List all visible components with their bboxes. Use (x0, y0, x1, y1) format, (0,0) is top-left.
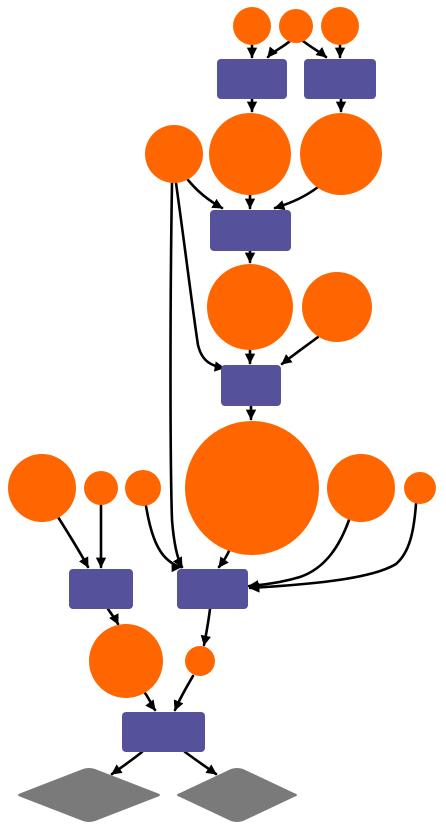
circle-node-c8[interactable] (302, 272, 372, 342)
circle-node-c5[interactable] (209, 113, 291, 195)
circle-node-c11[interactable] (125, 470, 161, 506)
process-node-p7[interactable] (122, 712, 205, 752)
edge-p5-c15 (106, 607, 120, 626)
circle-node-c2[interactable] (279, 9, 313, 43)
circle-node-c13[interactable] (327, 454, 395, 522)
circle-node-c9[interactable] (8, 454, 76, 522)
circle-node-c15[interactable] (89, 624, 163, 698)
edges-layer (56, 39, 418, 776)
edge-c4-p4 (174, 181, 226, 372)
circle-node-c14[interactable] (404, 472, 436, 504)
circle-node-c6[interactable] (300, 113, 382, 195)
edge-c16-p7 (173, 674, 195, 712)
edge-c2-p2 (301, 39, 328, 59)
edge-c11-p6 (144, 504, 183, 573)
circle-node-c4[interactable] (145, 125, 203, 183)
edge-c4-p6 (169, 181, 184, 569)
process-node-p3[interactable] (210, 210, 291, 251)
nodes-layer (8, 7, 436, 822)
edge-c14-p6 (248, 502, 418, 593)
process-node-p5[interactable] (69, 569, 133, 609)
edge-c4-p3 (186, 178, 224, 210)
edge-c9-p5 (56, 515, 90, 569)
edge-c13-p6 (247, 518, 351, 591)
edge-c12-p6 (217, 549, 231, 569)
edge-p6-c16 (200, 607, 212, 647)
edge-c6-p3 (273, 185, 320, 211)
output-node-d2[interactable] (177, 768, 297, 822)
edge-p7-d1 (110, 750, 144, 776)
circle-node-c16[interactable] (185, 646, 215, 676)
circle-node-c1[interactable] (233, 7, 271, 45)
edge-p7-d2 (183, 750, 218, 776)
edge-c15-p7 (143, 691, 157, 712)
circle-node-c10[interactable] (84, 471, 118, 505)
process-node-p2[interactable] (304, 59, 376, 99)
process-node-p6[interactable] (177, 569, 248, 609)
circle-node-c3[interactable] (321, 7, 359, 45)
circle-node-c7[interactable] (207, 264, 293, 350)
edge-c2-p1 (266, 39, 292, 59)
process-node-p4[interactable] (221, 365, 281, 406)
edge-c8-p4 (280, 335, 320, 366)
circle-node-c12[interactable] (185, 421, 319, 555)
process-node-p1[interactable] (217, 59, 287, 99)
output-node-d1[interactable] (18, 768, 160, 822)
